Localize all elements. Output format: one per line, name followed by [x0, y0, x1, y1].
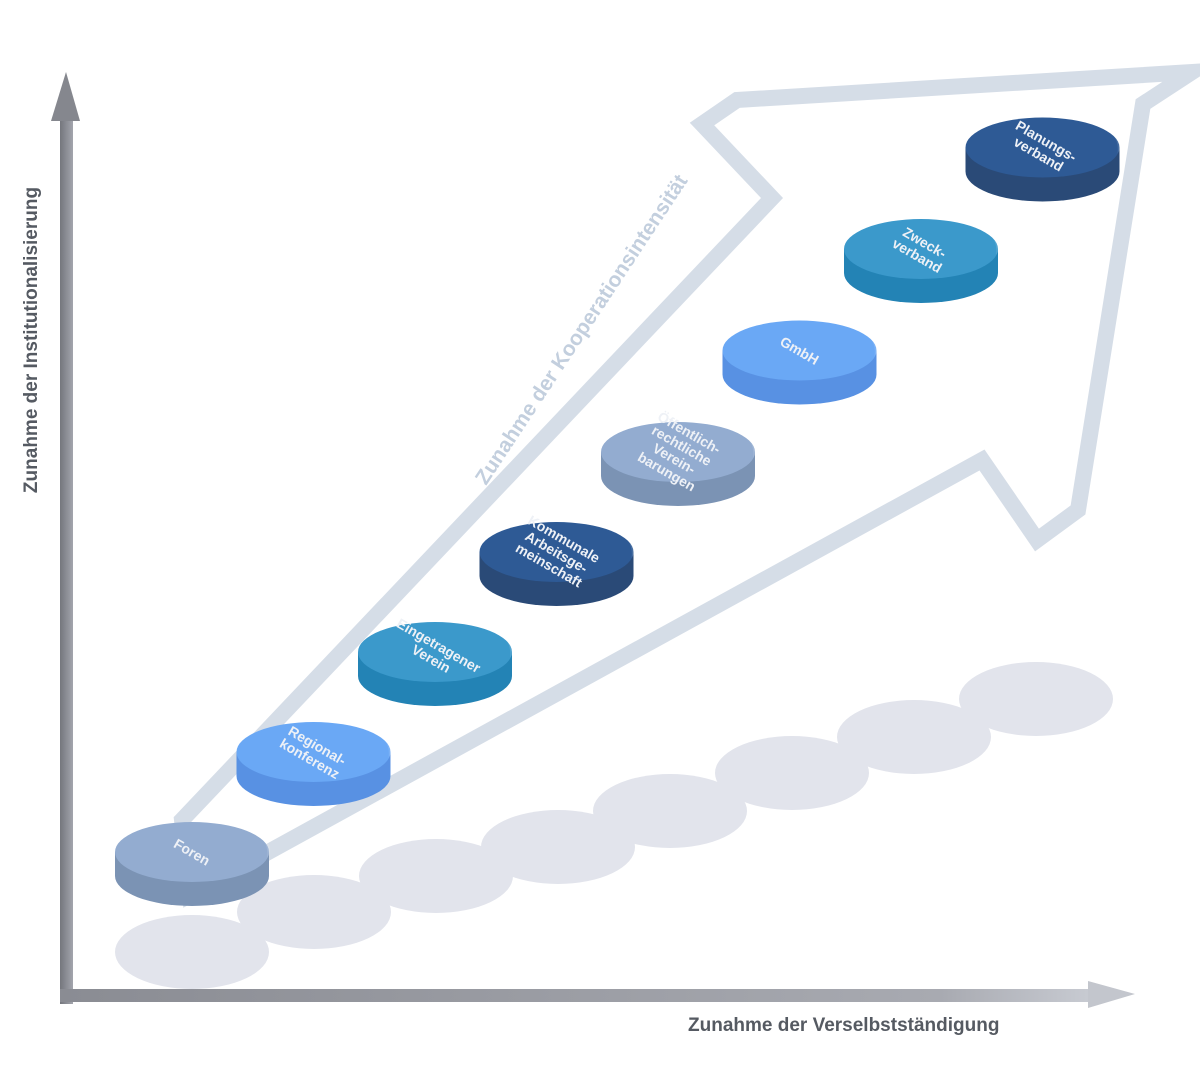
cylinder-top	[601, 422, 755, 482]
shadow-ellipse	[237, 875, 391, 949]
step-cylinder: Regional-konferenz	[236, 722, 392, 807]
y-axis-label: Zunahme der Institutionalisierung	[21, 186, 42, 494]
step-cylinder: Foren	[115, 822, 271, 906]
shadow-ellipses	[115, 662, 1113, 989]
shadow-ellipse	[593, 774, 747, 848]
shadow-ellipse	[959, 662, 1113, 736]
step-cylinder: KommunaleArbeitsge-meinschaft	[479, 512, 635, 606]
step-cylinder: Öffentlich-rechtlicheVerein-barungen	[601, 408, 757, 506]
y-axis	[51, 72, 80, 1004]
step-cylinder: GmbH	[722, 320, 878, 405]
y-axis-arrowhead	[51, 72, 80, 121]
cylinder-top	[479, 522, 634, 582]
step-cylinder: Zweck-verband	[844, 219, 1000, 303]
shadow-ellipse	[115, 915, 269, 989]
cylinder-top	[236, 722, 391, 782]
shadow-ellipse	[359, 839, 513, 913]
cylinder-top	[358, 622, 512, 682]
x-axis-label: Zunahme der Verselbstständigung	[688, 1015, 1000, 1036]
cylinder-top	[965, 117, 1120, 178]
x-axis	[60, 981, 1135, 1008]
shadow-ellipse	[481, 810, 635, 884]
shadow-ellipse	[715, 736, 869, 810]
step-cylinder: Planungs-verband	[965, 117, 1121, 202]
cooperation-arrow	[173, 63, 1200, 908]
cylinder-top	[115, 822, 269, 882]
shadow-ellipse	[837, 700, 991, 774]
cylinder-top	[844, 219, 998, 279]
cylinder-top	[722, 320, 877, 381]
x-axis-arrowhead	[1088, 981, 1135, 1008]
step-cylinder: EingetragenerVerein	[358, 615, 514, 706]
